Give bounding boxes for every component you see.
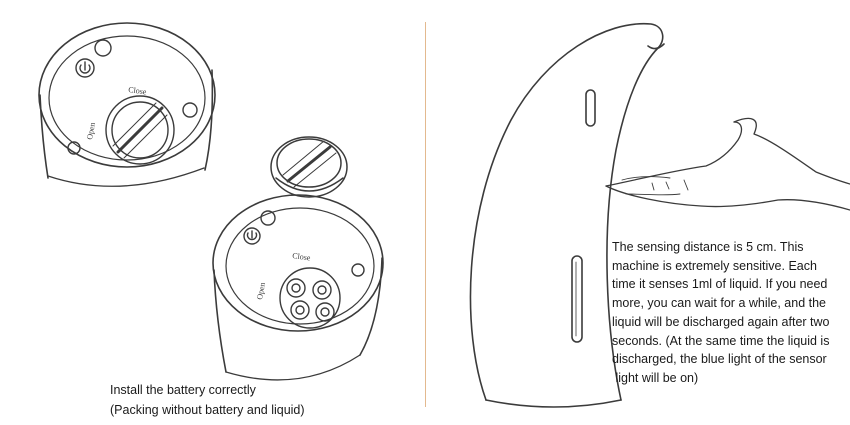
sensor-panel: The sensing distance is 5 cm. This machi… — [426, 0, 850, 425]
hand-sketch — [606, 118, 850, 210]
battery-compartment-illustration: Close Open — [0, 0, 425, 425]
sensor-caption-line-2: machine is extremely sensitive. Each — [612, 257, 844, 276]
sensor-caption-line-6: seconds. (At the same time the liquid is — [612, 332, 844, 351]
open-label-bottom: Open — [255, 282, 267, 301]
battery-caption: Install the battery correctly (Packing w… — [110, 380, 305, 420]
sensor-window-upper — [586, 90, 595, 126]
sensor-caption-line-8: light will be on) — [612, 369, 844, 388]
sensor-caption-line-4: more, you can wait for a while, and the — [612, 294, 844, 313]
sensor-caption-line-3: time it senses 1ml of liquid. If you nee… — [612, 275, 844, 294]
battery-cover — [271, 137, 347, 197]
battery-caption-line-1: Install the battery correctly — [110, 380, 305, 400]
close-label-top: Close — [128, 85, 148, 97]
open-label-top: Open — [85, 122, 97, 141]
sensor-caption-line-7: discharged, the blue light of the sensor — [612, 350, 844, 369]
battery-caption-line-2: (Packing without battery and liquid) — [110, 400, 305, 420]
sensor-caption: The sensing distance is 5 cm. This machi… — [612, 238, 844, 388]
sensor-window-lower — [572, 256, 582, 342]
close-label-bottom: Close — [292, 251, 312, 263]
battery-installation-panel: Close Open — [0, 0, 425, 425]
sensor-caption-line-1: The sensing distance is 5 cm. This — [612, 238, 844, 257]
dispenser-bottom-view — [213, 195, 383, 380]
compartment-details-bottom — [244, 211, 364, 328]
sensor-caption-line-5: liquid will be discharged again after tw… — [612, 313, 844, 332]
